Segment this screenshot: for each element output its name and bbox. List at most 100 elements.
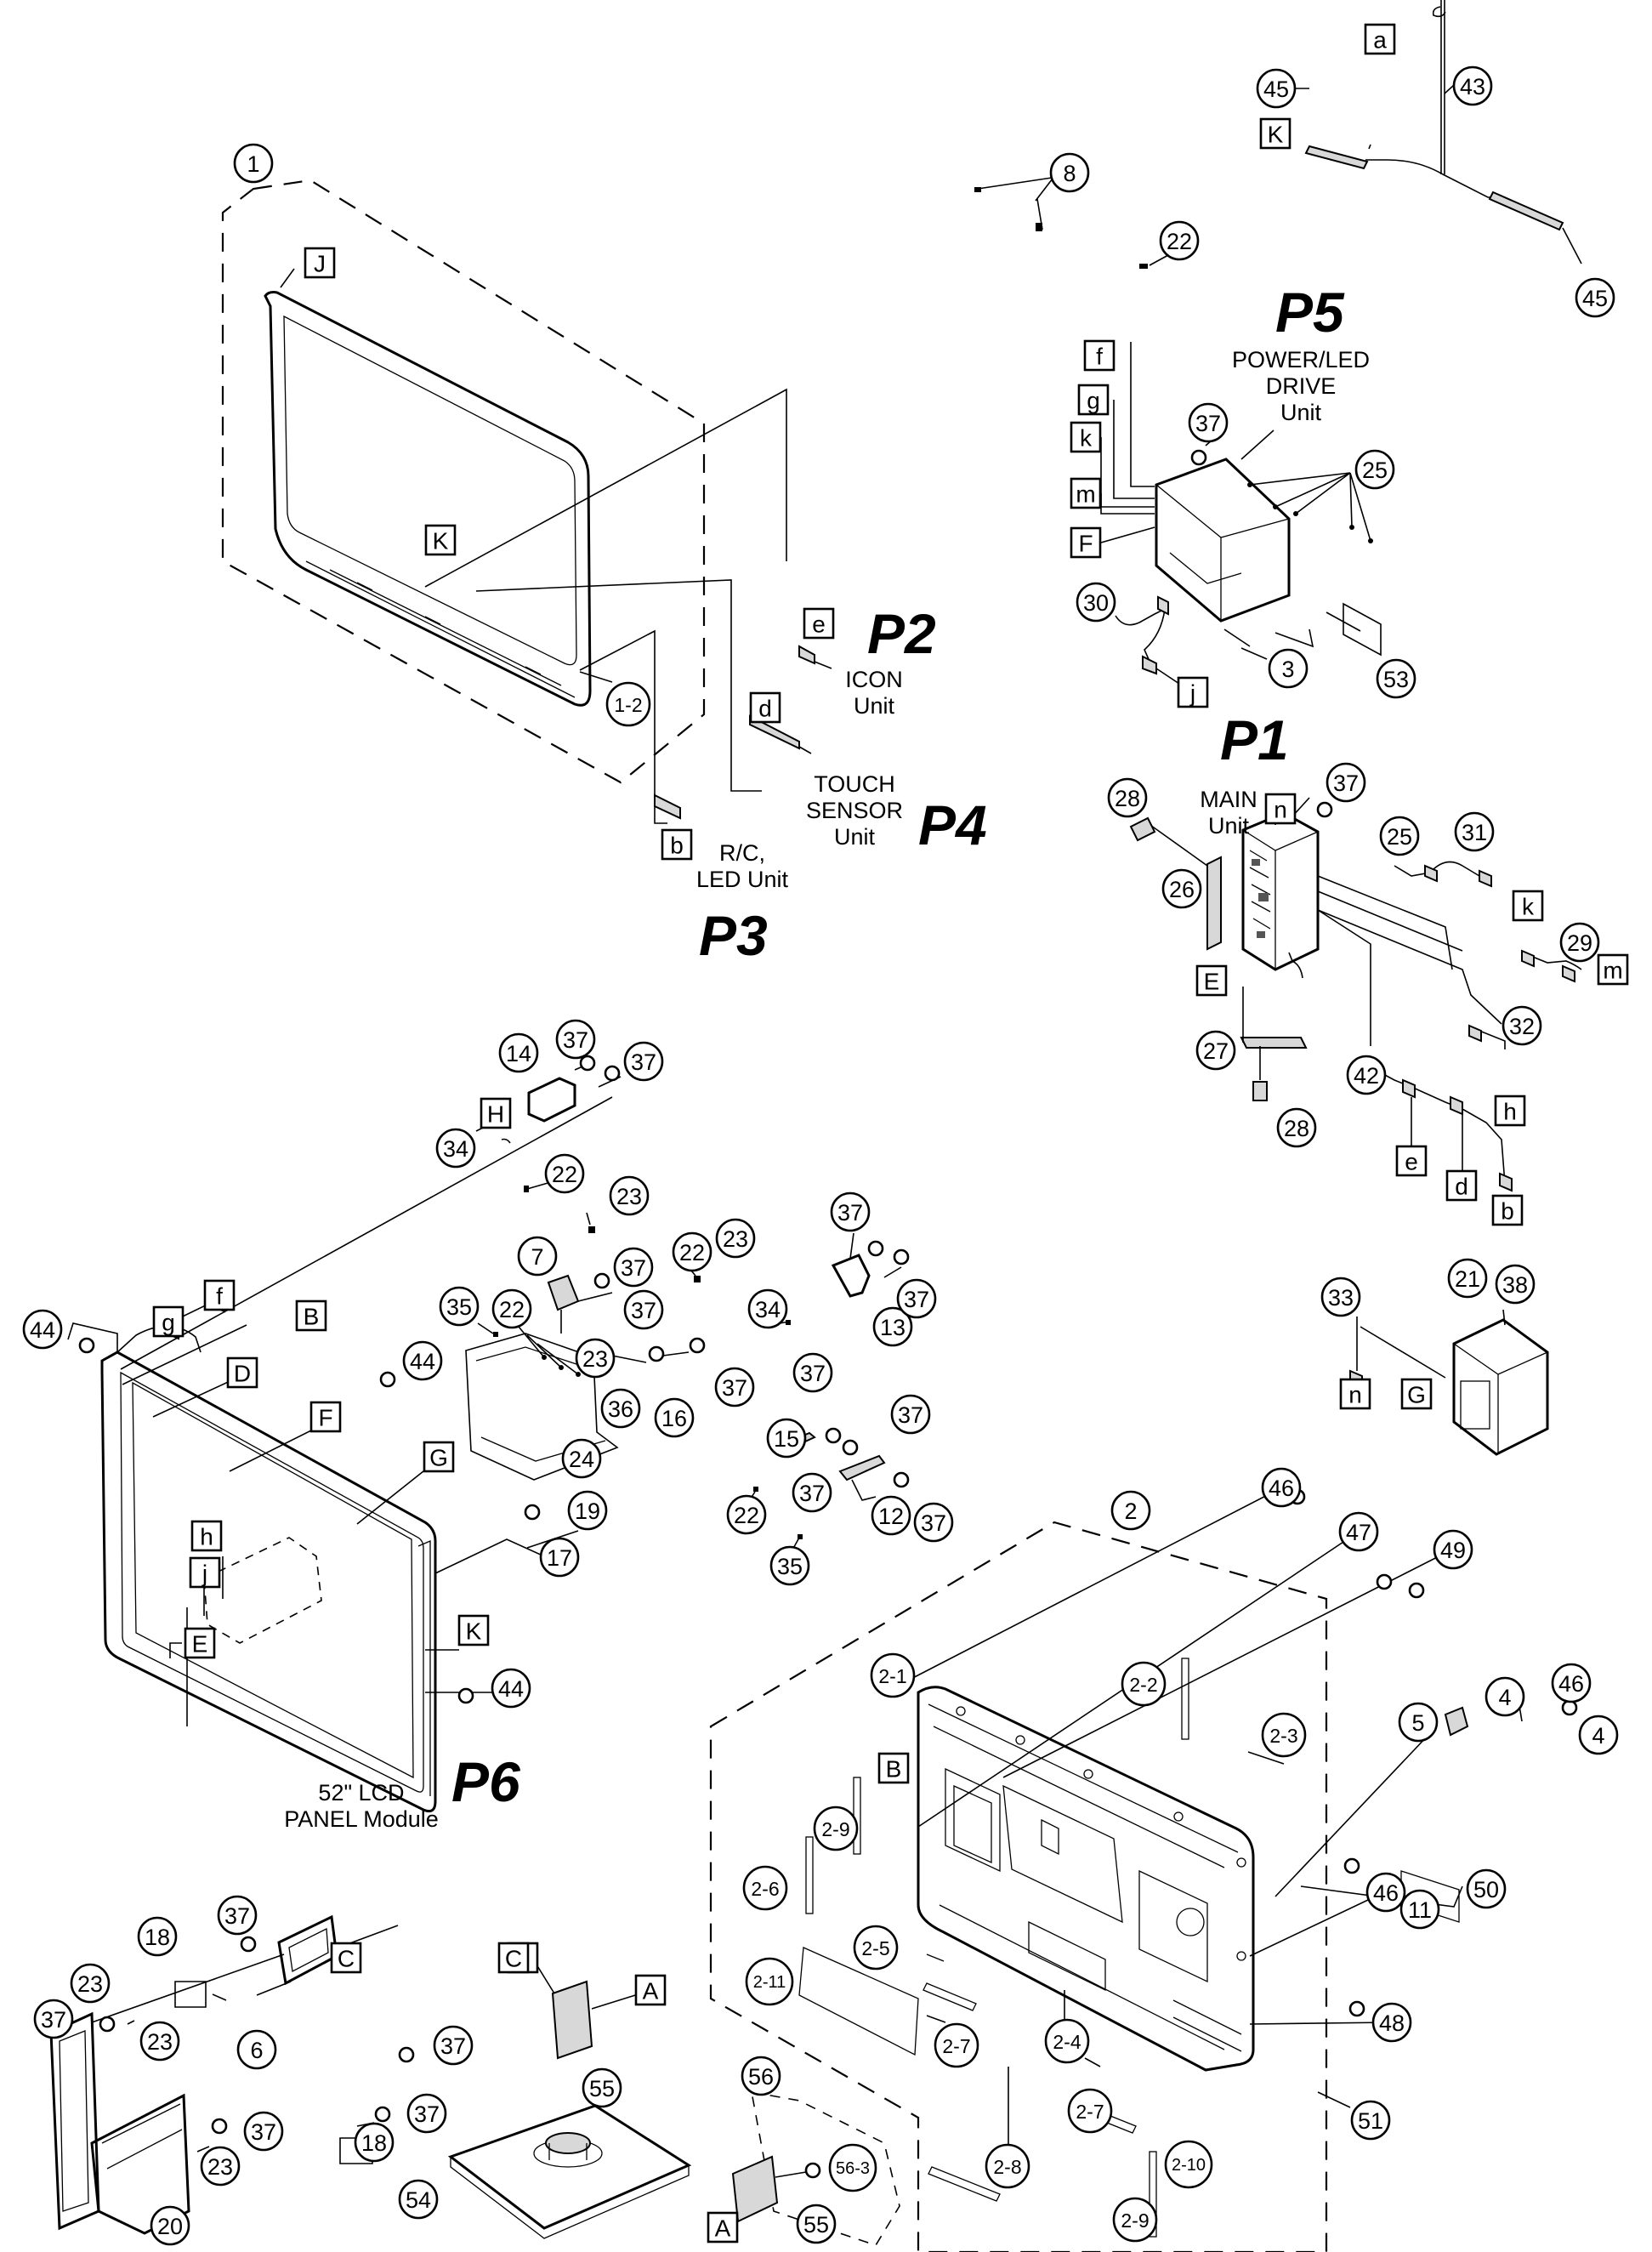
callout-circle <box>1354 449 1395 490</box>
part-callout: 22 <box>672 1231 712 1272</box>
connector-box <box>457 1614 490 1646</box>
callout-label: 22 <box>552 1162 577 1187</box>
callout-label: 1-2 <box>614 694 642 716</box>
callout-circle <box>813 1806 859 1851</box>
callout-circle <box>406 2093 447 2134</box>
callout-circle <box>1399 1889 1440 1930</box>
callout-circle <box>1398 1702 1439 1743</box>
part-callout: 14 <box>498 1032 539 1073</box>
callout-label: 37 <box>440 2033 466 2059</box>
part-callout: 37 <box>433 2025 474 2066</box>
screw-icon <box>1561 1699 1578 1716</box>
callout-label: 38 <box>1502 1272 1528 1298</box>
connector-box <box>1512 890 1544 922</box>
callout-circle <box>582 2067 622 2108</box>
part-callout: 2-7 <box>934 2022 979 2068</box>
connector-letter: b <box>1501 1198 1514 1225</box>
part-callout: 56 <box>741 2056 781 2096</box>
connector-box <box>330 1942 362 1974</box>
connector-label: e <box>1395 1145 1428 1177</box>
callout-circle <box>1161 868 1202 909</box>
callout-label: 56 <box>748 2064 774 2090</box>
connector-box <box>1264 793 1297 825</box>
callout-circle <box>792 1352 833 1393</box>
connector-letter: h <box>1503 1099 1517 1125</box>
callout-label: 44 <box>30 1317 55 1343</box>
part-callout: 4 <box>1485 1676 1525 1717</box>
callout-label: 23 <box>723 1226 748 1252</box>
connector-label: d <box>749 691 781 724</box>
callout-circle <box>402 1340 443 1381</box>
part-callout: 23 <box>139 2021 180 2061</box>
callout-label: 22 <box>1167 229 1192 254</box>
screw-icon <box>1408 1582 1425 1599</box>
part-callout: 22 <box>1159 220 1200 261</box>
connector-label: E <box>1195 964 1228 997</box>
callout-circle <box>517 1236 558 1277</box>
part-callout: 22 <box>726 1494 767 1535</box>
connector-letter: k <box>1080 425 1093 452</box>
part-callout: 31 <box>1454 811 1495 852</box>
callout-circle <box>150 2205 190 2246</box>
connector-box <box>661 828 693 861</box>
part-callout: 2-10 <box>1164 2140 1213 2189</box>
unit-label-line: MAIN <box>1200 787 1257 812</box>
part-callout: 13 <box>872 1306 913 1347</box>
connector-label: A <box>634 1974 667 2006</box>
screw-icon <box>842 1439 859 1456</box>
callout-label: 37 <box>904 1287 929 1312</box>
callout-circle <box>1261 1712 1307 1758</box>
connector-letter: b <box>670 833 684 859</box>
screw-icon <box>1376 1573 1393 1590</box>
callout-circle <box>1371 2002 1412 2043</box>
callout-circle <box>544 1153 585 1194</box>
connector-label: h <box>1494 1095 1526 1127</box>
page-tag: P4 <box>918 793 987 856</box>
connector-box <box>1070 526 1102 559</box>
callout-label: 45 <box>1263 77 1289 102</box>
connector-box <box>1597 953 1629 986</box>
connector-label: b <box>661 828 693 861</box>
part-callout: 37 <box>792 1472 832 1513</box>
part-callout: 12 <box>871 1495 911 1536</box>
connector-label: g <box>152 1305 185 1338</box>
part-callout: 22 <box>491 1288 532 1329</box>
connector-label: H <box>480 1097 512 1129</box>
connector-label: G <box>423 1441 455 1473</box>
connector-letter: G <box>429 1445 448 1471</box>
callout-label: 4 <box>1592 1723 1604 1749</box>
connector-box <box>877 1752 910 1784</box>
callout-circle <box>243 2111 284 2152</box>
part-callout: 37 <box>830 1191 871 1232</box>
screw-icon <box>1348 2000 1365 2017</box>
callout-label: 55 <box>589 2076 615 2101</box>
callout-circle <box>609 1175 650 1216</box>
callout-circle <box>22 1309 63 1350</box>
connector-box <box>203 1279 236 1311</box>
connector-label: m <box>1597 953 1629 986</box>
connector-label: E <box>184 1627 216 1659</box>
connector-letter: g <box>1087 388 1100 414</box>
screw-icons <box>78 449 1578 2179</box>
part-callout: 26 <box>1161 868 1202 909</box>
callout-circle <box>1447 1258 1488 1299</box>
callout-label: 19 <box>575 1498 600 1524</box>
callout-circle <box>796 2204 837 2244</box>
callout-circle <box>890 1394 931 1435</box>
screw-icon <box>78 1337 95 1354</box>
screw-icon <box>825 1427 842 1444</box>
connector-box <box>304 247 336 279</box>
part-callout: 36 <box>600 1388 641 1429</box>
callout-label: 37 <box>799 1481 825 1506</box>
callout-circle <box>233 143 274 184</box>
part-callout: 51 <box>1350 2100 1391 2141</box>
part-callout: 37 <box>1188 402 1229 443</box>
part-callout: 25 <box>1354 449 1395 490</box>
callout-circle <box>1049 152 1090 193</box>
callout-label: 46 <box>1269 1476 1294 1501</box>
connector-label: n <box>1339 1378 1371 1410</box>
callout-label: 37 <box>631 1298 656 1323</box>
connector-label: f <box>1083 339 1116 372</box>
callout-circle <box>567 1490 608 1531</box>
connector-letter: C <box>338 1946 355 1972</box>
